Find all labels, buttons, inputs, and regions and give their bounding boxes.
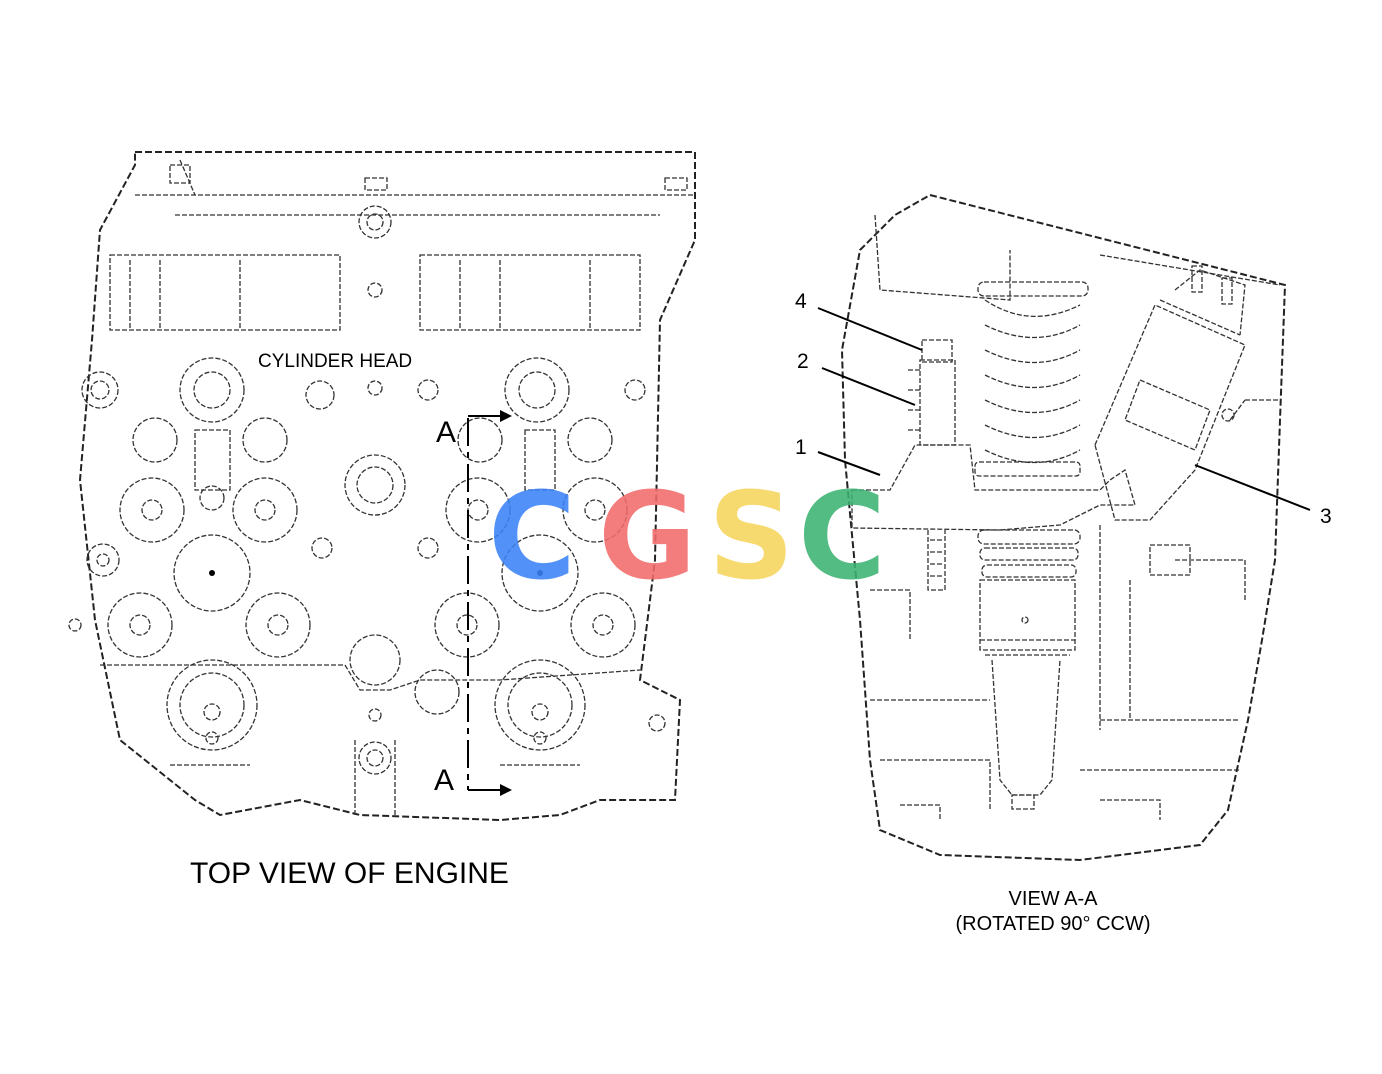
watermark-letter-2: G <box>598 468 697 607</box>
watermark-letter-4: C <box>798 468 886 607</box>
top-view-title: TOP VIEW OF ENGINE <box>190 857 509 890</box>
callout-2: 2 <box>797 350 809 373</box>
section-view-title: VIEW A-A <box>1009 888 1099 910</box>
cylinder-head-label: CYLINDER HEAD <box>258 351 412 372</box>
section-view-subtitle: (ROTATED 90° CCW) <box>955 913 1150 935</box>
top-view-drawing <box>68 151 696 822</box>
watermark-logo: C G S C <box>488 468 886 607</box>
section-view-drawing <box>817 193 1311 862</box>
section-marker-bottom: A <box>434 764 454 797</box>
callout-3: 3 <box>1320 505 1332 528</box>
watermark-letter-3: S <box>708 468 794 607</box>
watermark-letter-1: C <box>488 468 576 607</box>
callout-4: 4 <box>795 290 807 313</box>
callout-1: 1 <box>795 436 807 459</box>
section-marker-top: A <box>436 416 456 449</box>
